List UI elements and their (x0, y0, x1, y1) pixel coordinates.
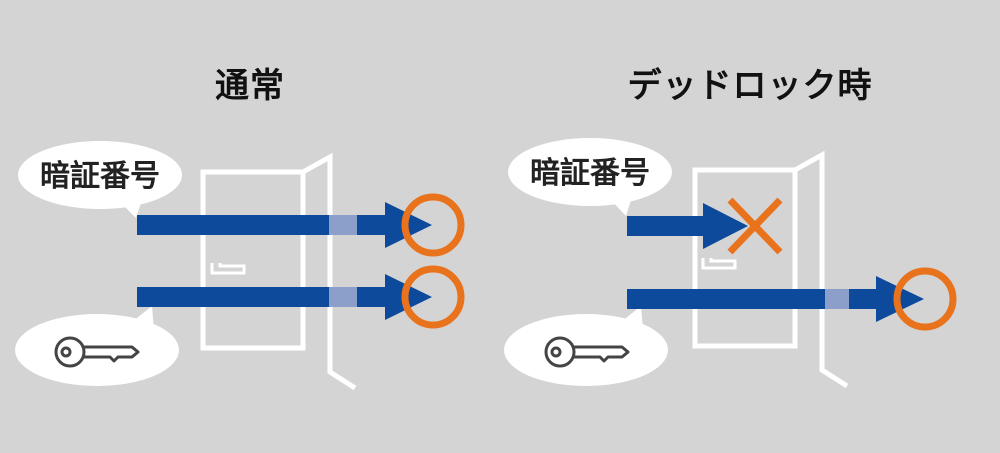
pin-speech-bubble: 暗証番号 (18, 141, 182, 218)
door (692, 150, 849, 389)
key-success-circle-mark-icon (401, 265, 465, 329)
door (200, 152, 357, 391)
key-icon (54, 336, 140, 368)
pin-arrow-blocked (627, 203, 748, 249)
panel-deadlock: デッドロック時 暗証番号 (500, 0, 1000, 453)
pin-bubble-label: 暗証番号 (530, 156, 650, 191)
pin-speech-bubble: 暗証番号 (508, 138, 672, 216)
pin-bubble-label: 暗証番号 (40, 159, 160, 194)
door-frame (692, 167, 798, 349)
key-arrow (627, 276, 924, 322)
blocked-cross-mark-icon (727, 197, 783, 255)
panel-normal: 通常 暗証番号 (15, 66, 465, 391)
key-arrow (137, 274, 432, 320)
key-speech-bubble (15, 306, 179, 386)
door-handle (701, 258, 737, 270)
pin-arrow (137, 202, 432, 248)
door-frame (200, 169, 306, 351)
key-speech-bubble (504, 306, 668, 386)
panel-title: 通常 (215, 66, 285, 106)
door-handle (210, 263, 246, 275)
door-panel (301, 152, 357, 391)
key-icon (544, 336, 630, 368)
pin-success-circle-mark-icon (401, 193, 465, 257)
door-panel (793, 150, 849, 389)
panel-title: デッドロック時 (627, 66, 873, 106)
key-success-circle-mark-icon (893, 267, 957, 331)
normal-diagram: 暗証番号 (15, 141, 465, 391)
deadlock-diagram: 暗証番号 (504, 138, 957, 389)
